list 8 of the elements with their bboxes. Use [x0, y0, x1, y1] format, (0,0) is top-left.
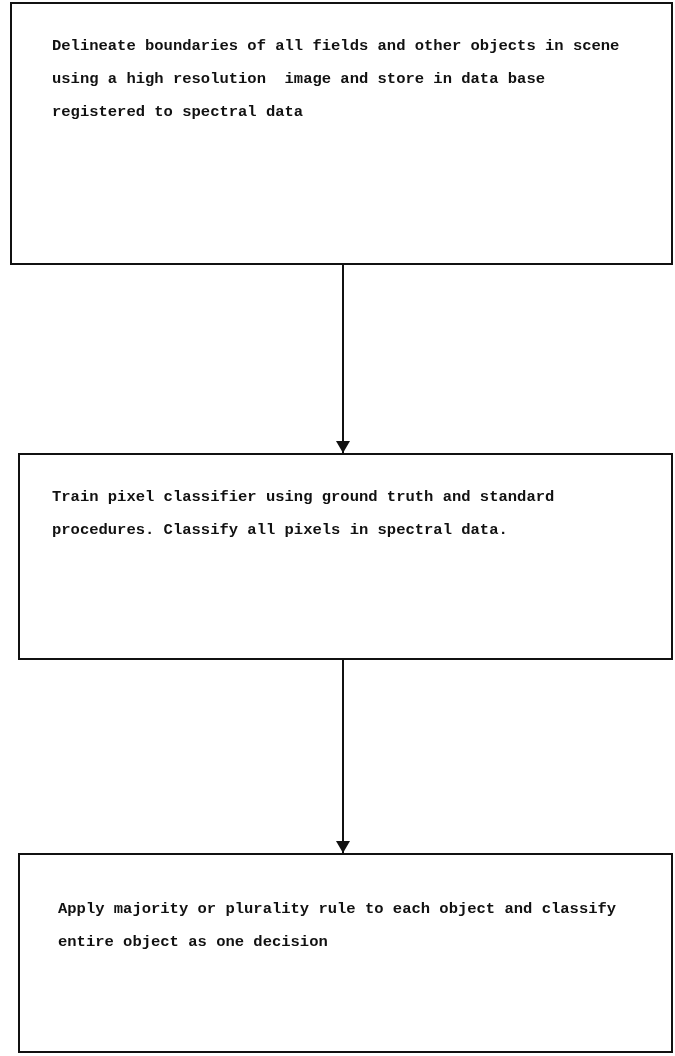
- process-box: [10, 2, 673, 265]
- process-box: [18, 853, 673, 1053]
- arrow: [336, 659, 350, 854]
- box-text: Train pixel classifier using ground truth and standard procedures. Classify all pixels in spectral data.: [52, 487, 556, 541]
- arrow: [336, 264, 350, 454]
- process-box: [18, 453, 673, 660]
- box-text: Apply majority or plurality rule to each object and classify entire object as one decision: [58, 899, 618, 953]
- box-text: Delineate boundaries of all fields and other objects in scene using a high resolution image and store in data base registered to spectral data: [52, 36, 621, 123]
